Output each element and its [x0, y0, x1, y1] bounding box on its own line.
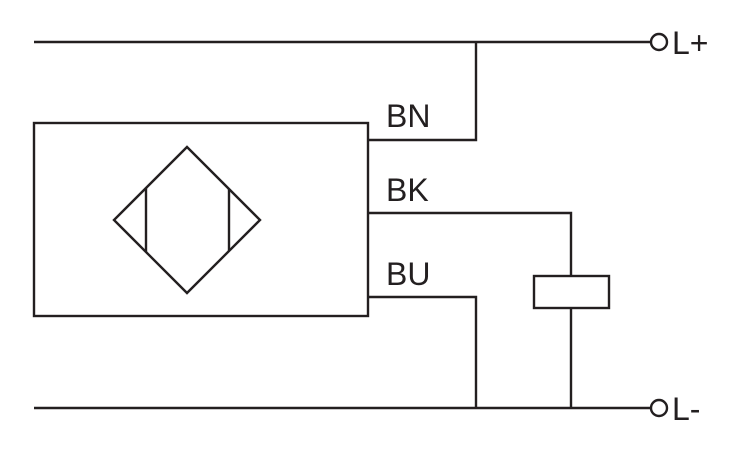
brown-wire-label: BN	[386, 98, 430, 134]
blue-wire-label: BU	[386, 256, 430, 292]
positive-terminal	[649, 32, 669, 52]
negative-terminal-label: L-	[672, 391, 700, 427]
black-wire	[368, 211, 573, 276]
sensor-symbol-diamond	[112, 145, 262, 295]
blue-wire	[368, 295, 478, 408]
positive-terminal-label: L+	[672, 25, 708, 61]
brown-wire	[368, 42, 478, 142]
black-wire-label: BK	[386, 172, 429, 208]
sensor-body	[32, 121, 370, 318]
load	[532, 274, 611, 310]
negative-terminal	[649, 398, 669, 418]
